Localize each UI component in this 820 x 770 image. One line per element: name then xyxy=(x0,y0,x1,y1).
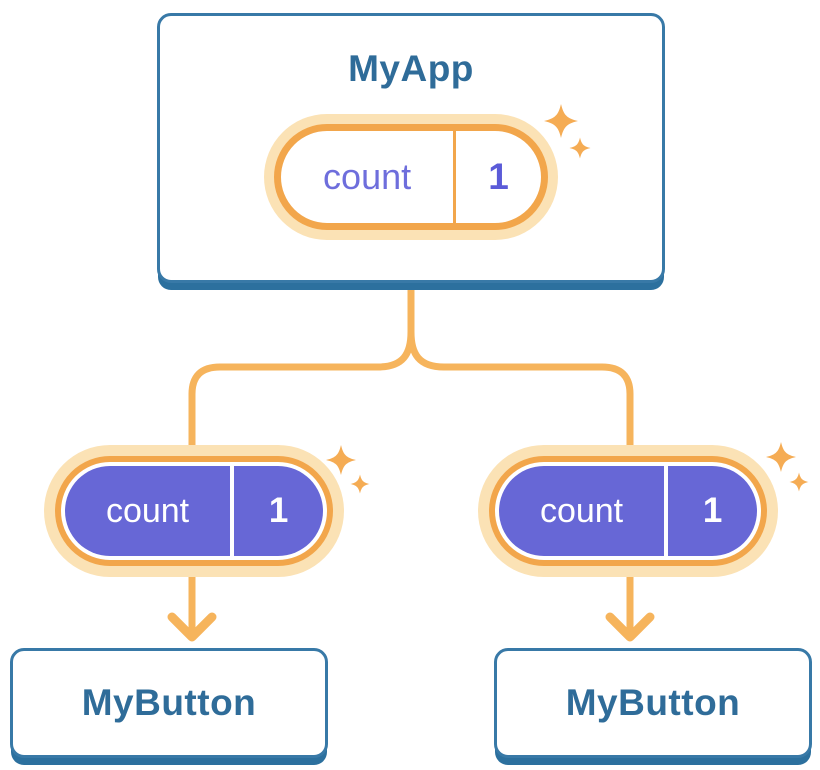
state-pill-fill: count 1 xyxy=(499,466,757,556)
arrow-down-icon xyxy=(605,612,655,642)
root-component-title: MyApp xyxy=(348,48,474,89)
child-component-title: MyButton xyxy=(81,682,257,723)
child-component-title: MyButton xyxy=(565,682,741,723)
state-pill-ring: count 1 xyxy=(274,124,548,230)
pill-divider xyxy=(664,466,669,556)
root-state-pill: count 1 xyxy=(264,114,558,240)
child-right-state-pill: count 1 xyxy=(478,445,778,577)
state-value: 1 xyxy=(488,156,509,197)
state-pill-ring: count 1 xyxy=(55,456,333,566)
child-component-card-right: MyButton xyxy=(494,648,812,758)
arrow-down-icon xyxy=(167,612,217,642)
child-component-card-left: MyButton xyxy=(10,648,328,758)
state-pill-ring: count 1 xyxy=(489,456,767,566)
state-pill-fill: count 1 xyxy=(65,466,323,556)
state-value: 1 xyxy=(268,491,289,530)
state-label: count xyxy=(323,156,412,197)
pill-divider xyxy=(453,131,457,223)
state-value: 1 xyxy=(702,491,723,530)
state-label: count xyxy=(105,491,190,530)
root-component-card: MyApp count 1 xyxy=(157,13,665,283)
state-label: count xyxy=(539,491,624,530)
child-left-state-pill: count 1 xyxy=(44,445,344,577)
